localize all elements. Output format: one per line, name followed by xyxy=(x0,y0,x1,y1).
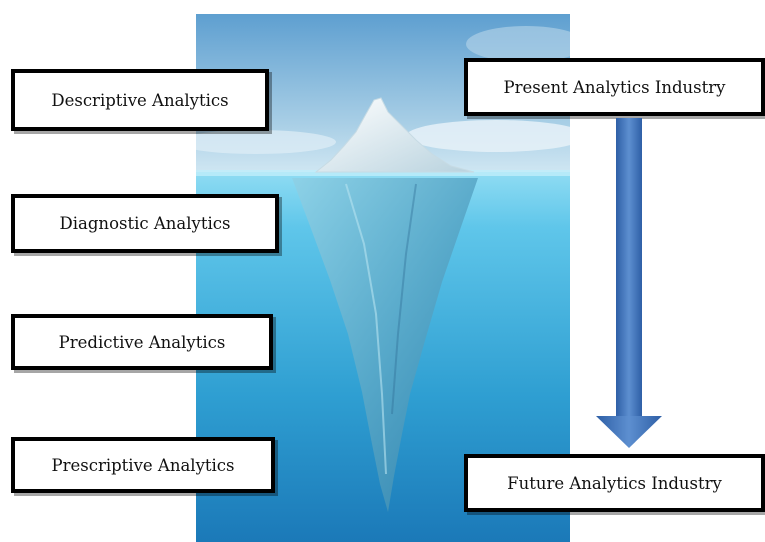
present-analytics-label: Present Analytics Industry xyxy=(503,77,726,97)
predictive-analytics-box: Predictive Analytics xyxy=(11,314,273,370)
descriptive-analytics-label: Descriptive Analytics xyxy=(51,90,229,110)
prescriptive-analytics-box: Prescriptive Analytics xyxy=(11,437,275,493)
cloud xyxy=(406,120,570,152)
arrow-head xyxy=(596,416,662,448)
cloud xyxy=(196,130,336,154)
arrow-shaft xyxy=(616,118,642,418)
diagnostic-analytics-label: Diagnostic Analytics xyxy=(59,214,231,233)
future-analytics-label: Future Analytics Industry xyxy=(507,473,722,493)
ice-ridge xyxy=(391,183,417,415)
waterline xyxy=(196,170,570,176)
descriptive-analytics-box: Descriptive Analytics xyxy=(11,69,269,131)
present-analytics-box: Present Analytics Industry xyxy=(464,58,765,116)
iceberg-tip xyxy=(314,97,475,173)
future-analytics-box: Future Analytics Industry xyxy=(464,454,765,512)
cloud xyxy=(466,26,570,62)
predictive-analytics-label: Predictive Analytics xyxy=(58,332,226,352)
down-arrow-icon xyxy=(596,118,662,448)
diagnostic-analytics-box: Diagnostic Analytics xyxy=(11,194,279,253)
ice-ridge xyxy=(345,183,387,475)
iceberg-underwater xyxy=(292,178,478,512)
prescriptive-analytics-label: Prescriptive Analytics xyxy=(51,455,235,475)
